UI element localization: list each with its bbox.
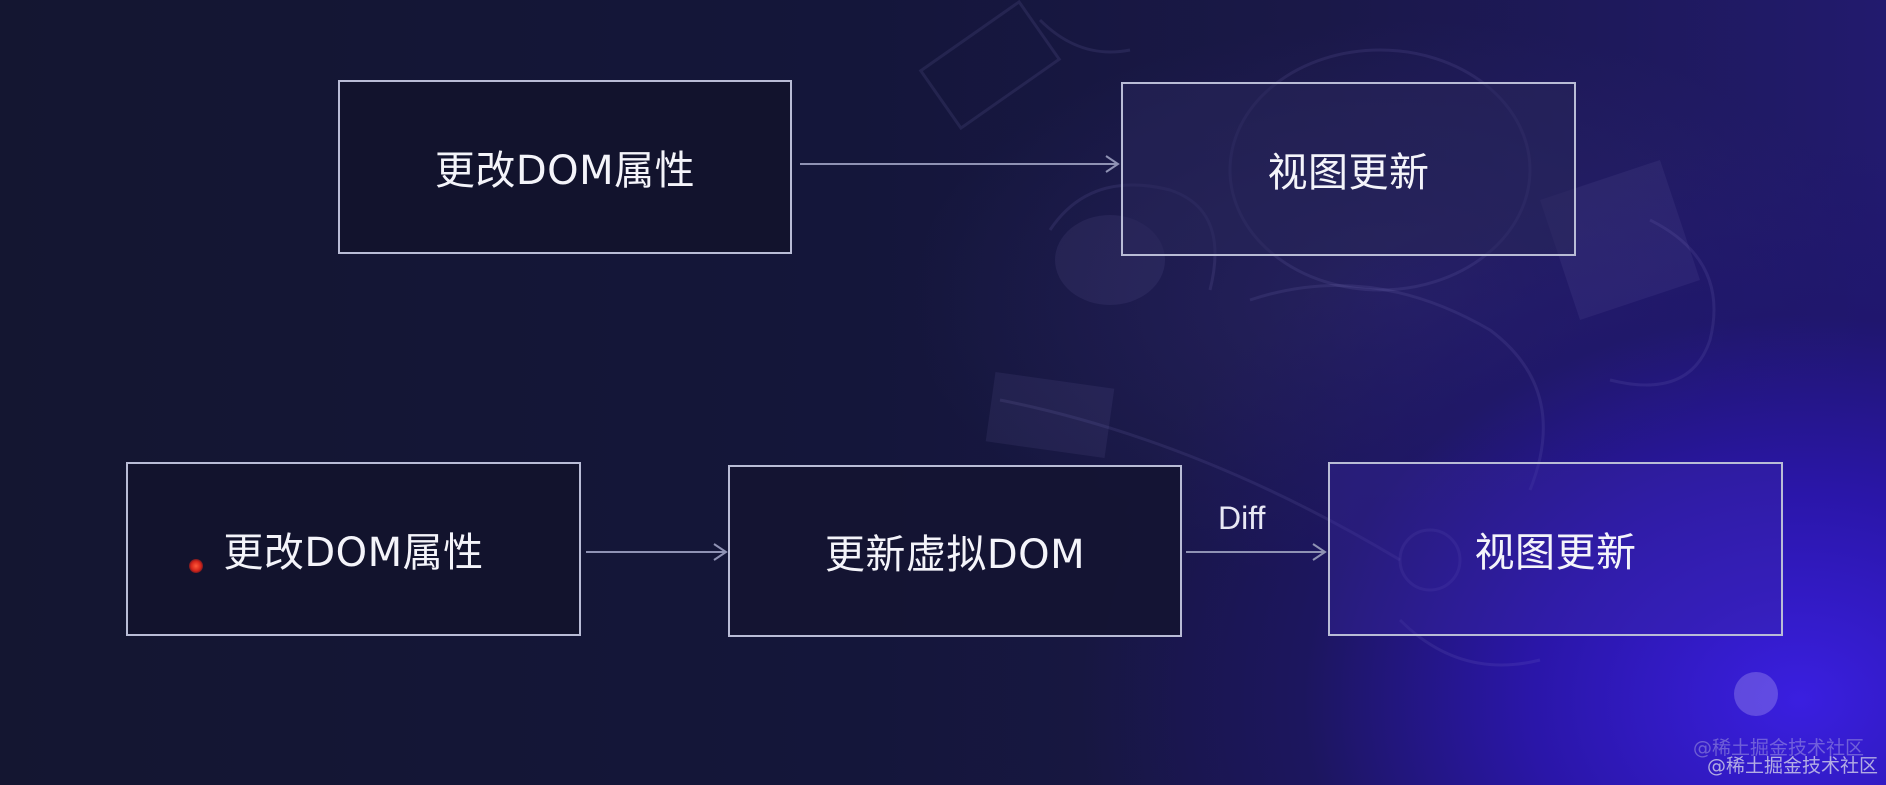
diff-edge-label: Diff	[1218, 500, 1266, 536]
watermark-text: @稀土掘金技术社区	[1706, 755, 1878, 777]
box-update-virtual-dom: 更新虚拟DOM	[728, 465, 1182, 637]
box-change-dom-attribute-top: 更改DOM属性	[338, 80, 792, 254]
arrow-bottom-1-head	[713, 543, 728, 561]
watermark-shadow: @稀土掘金技术社区	[1692, 737, 1864, 759]
box-change-dom-attribute-bottom: 更改DOM属性	[126, 462, 581, 636]
box-label: 视图更新	[1474, 530, 1637, 576]
box-view-update-top: 视图更新	[1121, 82, 1576, 256]
box-label: 更改DOM属性	[434, 148, 696, 194]
watermark: @稀土掘金技术社区 @稀土掘金技术社区	[1693, 737, 1878, 777]
arrow-top-head	[1105, 155, 1120, 173]
pointer-dot-icon	[189, 559, 203, 573]
box-label: 视图更新	[1267, 150, 1430, 196]
arrow-bottom-2-head	[1312, 543, 1327, 561]
box-label: 更新虚拟DOM	[824, 532, 1086, 578]
box-view-update-bottom: 视图更新	[1328, 462, 1783, 636]
box-label: 更改DOM属性	[223, 530, 484, 576]
